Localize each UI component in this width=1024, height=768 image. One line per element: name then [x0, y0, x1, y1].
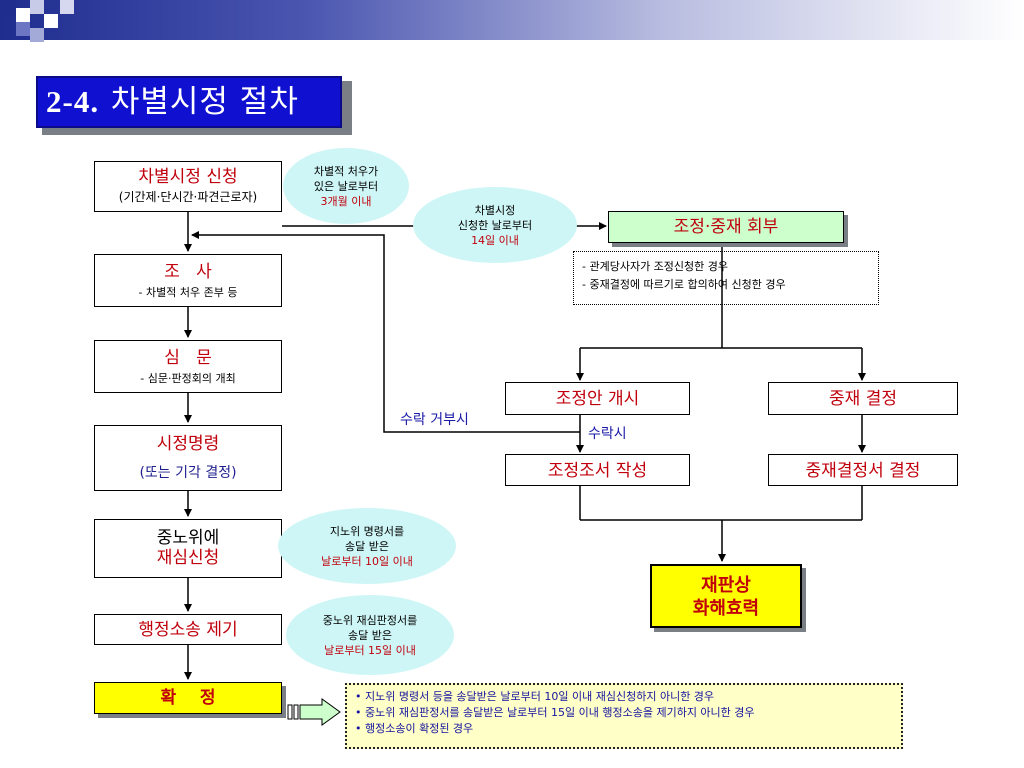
result-box: 재판상 화해효력 — [650, 564, 802, 628]
referral-title: 조정·중재 회부 — [673, 217, 779, 237]
final-box: 확 정 — [94, 682, 282, 714]
order-box: 시정명령 (또는 기각 결정) — [94, 425, 282, 491]
hearing-title: 심 문 — [164, 348, 212, 368]
bubble2-line3: 14일 이내 — [471, 233, 519, 247]
mediation-start-box: 조정안 개시 — [505, 382, 690, 415]
decor-square — [30, 28, 44, 42]
arrow-reject-loop — [191, 231, 580, 433]
bubble-deadline-14-days: 차별시정 신청한 날로부터 14일 이내 — [413, 187, 577, 263]
bubble3-line2: 송달 받은 — [345, 539, 389, 553]
label-accept: 수락시 — [588, 426, 627, 442]
title-text: 차별시정 절차 — [110, 84, 299, 120]
bubble-deadline-10-days: 지노위 명령서를 송달 받은 날로부터 10일 이내 — [278, 508, 456, 584]
condition-1: • 지노위 명령서 등을 송달받은 날로부터 10일 이내 재심신청하지 아니한… — [355, 690, 715, 703]
bubble2-line1: 차별시정 — [474, 203, 516, 217]
result-line1: 재판상 — [701, 575, 751, 596]
label-reject: 수락 거부시 — [400, 412, 469, 428]
appeal-box: 중노위에 재심신청 — [94, 519, 282, 578]
referral-note-1: - 관계당사자가 조정신청한 경우 — [582, 260, 729, 273]
apply-title: 차별시정 신청 — [138, 167, 238, 187]
decor-square — [0, 0, 16, 16]
bubble4-line1: 중노위 재심판정서를 — [322, 613, 418, 627]
title-number: 2-4. — [46, 84, 100, 119]
decor-square — [44, 14, 58, 28]
finalization-conditions: • 지노위 명령서 등을 송달받은 날로부터 10일 이내 재심신청하지 아니한… — [345, 683, 903, 749]
bubble1-line2: 있은 날로부터 — [313, 179, 379, 193]
bubble1-line3: 3개월 이내 — [320, 194, 372, 208]
investigate-title: 조 사 — [164, 262, 212, 282]
header-band — [0, 0, 1024, 40]
arbitration-box: 중재 결정 — [768, 382, 958, 415]
hearing-sub: - 심문·판정회의 개최 — [140, 372, 236, 385]
order-sub: (또는 기각 결정) — [139, 465, 237, 481]
decor-square — [30, 0, 44, 14]
investigate-sub: - 차별적 처우 존부 등 — [138, 286, 238, 299]
bubble4-line2: 송달 받은 — [348, 628, 392, 642]
page-title: 2-4. 차별시정 절차 — [36, 76, 342, 128]
bubble-deadline-3-months: 차별적 처우가 있은 날로부터 3개월 이내 — [283, 148, 409, 224]
bubble4-line3: 날로부터 15일 이내 — [324, 643, 416, 657]
decor-square — [16, 22, 30, 36]
appeal-line2: 재심신청 — [156, 548, 220, 568]
mediation-start-title: 조정안 개시 — [555, 389, 640, 409]
referral-box: 조정·중재 회부 — [608, 211, 844, 243]
hearing-box: 심 문 - 심문·판정회의 개최 — [94, 340, 282, 393]
arbitration-doc-title: 중재결정서 결정 — [805, 461, 921, 481]
lawsuit-box: 행정소송 제기 — [94, 614, 282, 645]
final-title: 확 정 — [160, 688, 216, 708]
bubble2-line2: 신청한 날로부터 — [457, 218, 533, 232]
referral-notes: - 관계당사자가 조정신청한 경우 - 중재결정에 따르기로 합의하여 신청한 … — [573, 251, 879, 305]
result-line2: 화해효력 — [692, 598, 760, 619]
arbitration-doc-box: 중재결정서 결정 — [768, 454, 958, 486]
decor-square — [60, 0, 74, 14]
apply-sub: (기간제·단시간·파견근로자) — [118, 190, 258, 204]
order-title: 시정명령 — [156, 434, 220, 454]
decor-square — [16, 8, 30, 22]
condition-2: • 중노위 재심판정서를 송달받은 날로부터 15일 이내 행정소송을 제기하지… — [355, 706, 755, 719]
appeal-line1: 중노위에 — [156, 528, 220, 548]
investigate-box: 조 사 - 차별적 처우 존부 등 — [94, 254, 282, 307]
mediation-doc-box: 조정조서 작성 — [505, 454, 690, 486]
condition-3: • 행정소송이 확정된 경우 — [355, 722, 474, 735]
mediation-doc-title: 조정조서 작성 — [547, 461, 648, 481]
arbitration-title: 중재 결정 — [829, 389, 897, 409]
lawsuit-title: 행정소송 제기 — [138, 620, 238, 640]
block-arrow-final-note — [287, 698, 341, 726]
bubble-deadline-15-days: 중노위 재심판정서를 송달 받은 날로부터 15일 이내 — [286, 595, 454, 675]
apply-box: 차별시정 신청 (기간제·단시간·파견근로자) — [94, 161, 282, 212]
bubble1-line1: 차별적 처우가 — [313, 164, 379, 178]
referral-note-2: - 중재결정에 따르기로 합의하여 신청한 경우 — [582, 278, 786, 291]
bubble3-line1: 지노위 명령서를 — [329, 524, 405, 538]
bubble3-line3: 날로부터 10일 이내 — [321, 554, 413, 568]
